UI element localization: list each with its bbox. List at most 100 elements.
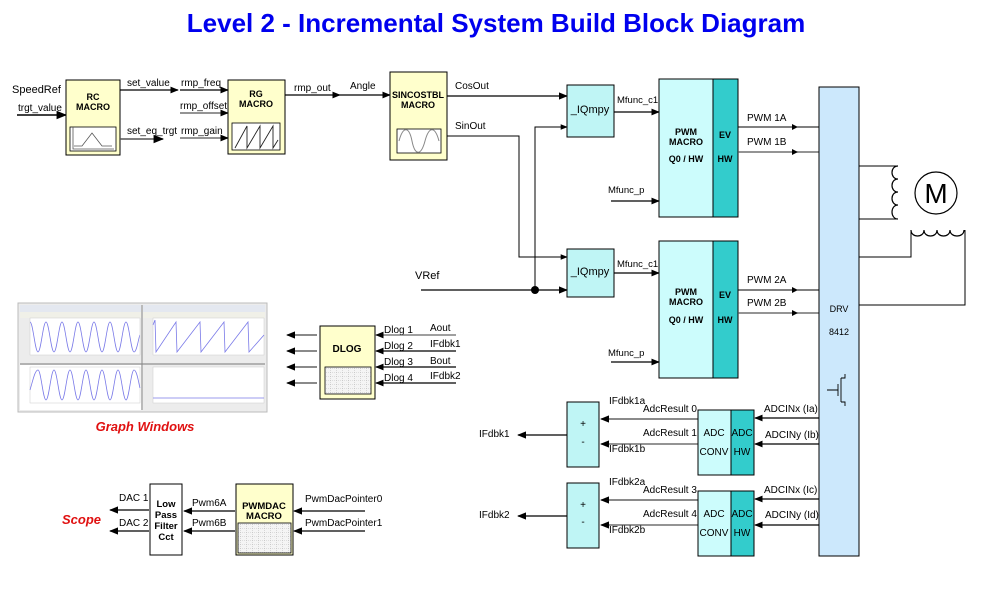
dac1-label: DAC 1 (119, 493, 149, 504)
dlog-signal-2: IFdbk1 (430, 339, 461, 350)
lpf-line3: Filter (154, 521, 178, 532)
pwm2b-label: PWM 2B (747, 298, 787, 309)
adc1-hw-line1: ADC (731, 428, 752, 439)
dlog-outputs (286, 331, 317, 387)
pwm1-hw-label: HW (718, 154, 733, 164)
sum-block-2[interactable]: + - (566, 482, 600, 549)
sawtooth-plot-2 (152, 319, 265, 354)
adc1-conv-line1: ADC (703, 428, 724, 439)
iqmpy-2-label: _IQmpy (570, 266, 610, 278)
scope-label: Scope (62, 512, 101, 527)
pwmdacpointer0-label: PwmDacPointer0 (305, 494, 383, 505)
motor-icon (914, 171, 958, 215)
adc2-conv-line2: CONV (700, 528, 729, 539)
speedref-label: SpeedRef (12, 84, 62, 96)
rg-macro-line1: RG (249, 89, 263, 99)
pwm2a-label: PWM 2A (747, 275, 787, 286)
iqmpy-1-label: _IQmpy (570, 104, 610, 116)
angle-label: Angle (350, 81, 376, 92)
pwm2-mfunc-p-label: Mfunc_p (608, 348, 644, 359)
adcinx-ia-label: ADCINx (Ia) (764, 404, 818, 415)
adc2-hw-line2: HW (734, 528, 751, 539)
rg-macro-block[interactable]: RG MACRO (227, 79, 286, 155)
pwm6a-label: Pwm6A (192, 498, 227, 509)
pwm2-line2: MACRO (669, 297, 703, 307)
vref-label: VRef (415, 270, 440, 282)
dac2-label: DAC 2 (119, 518, 149, 529)
pwm1b-label: PWM 1B (747, 137, 787, 148)
iqmpy-1-out-label: Mfunc_c1 (617, 95, 658, 106)
adcresult4-label: AdcResult 4 (643, 509, 697, 520)
graph-window-2[interactable] (141, 305, 265, 410)
stepper-motor: M (859, 165, 966, 306)
adc1-conv-line2: CONV (700, 447, 729, 458)
pwmdac-line2: MACRO (246, 511, 282, 522)
pwm1a-label: PWM 1A (747, 113, 787, 124)
rmp-offset-label: rmp_offset (180, 101, 227, 112)
sincostbl-macro-block[interactable]: SINCOSTBL MACRO (389, 71, 448, 161)
pwm1b-arrow-icon (792, 149, 798, 155)
iqmpy-2-out-label: Mfunc_c1 (617, 259, 658, 270)
pwm2a-arrow-icon (792, 287, 798, 293)
adcresult0-label: AdcResult 0 (643, 404, 697, 415)
vref-branch-wire (534, 124, 568, 290)
adc-block-2[interactable]: ADC CONV ADC HW (697, 490, 755, 557)
sum2-minus: - (581, 517, 584, 528)
dlog-channel-4: Dlog 4 IFdbk2 (375, 371, 461, 387)
pwm-macro-block-2[interactable]: PWM MACRO Q0 / HW EV HW (658, 240, 739, 379)
pwm1a-arrow-icon (792, 124, 798, 130)
rmp-freq-label: rmp_freq (181, 78, 221, 89)
iqmpy-block-2[interactable]: _IQmpy (566, 248, 615, 298)
pwmdacpointer1-label: PwmDacPointer1 (305, 518, 383, 529)
rg-macro-line2: MACRO (239, 99, 273, 109)
lpf-line1: Low (157, 499, 177, 510)
drv-line2: 8412 (829, 327, 849, 337)
adc2-hw-line1: ADC (731, 509, 752, 520)
sincostbl-line1: SINCOSTBL (392, 90, 445, 100)
rc-macro-line1: RC (87, 92, 100, 102)
sum2-plus: + (580, 500, 586, 511)
set-eq-trgt-label: set_eq_trgt (127, 126, 177, 137)
graph-windows[interactable] (17, 302, 268, 413)
adc-block-1[interactable]: ADC CONV ADC HW (697, 409, 755, 476)
adc1-hw-line2: HW (734, 447, 751, 458)
set-value-label: set_value (127, 78, 170, 89)
pwm2-hw-label: HW (718, 315, 733, 325)
dlog-block[interactable]: DLOG (319, 325, 376, 400)
dlog-signal-3: Bout (430, 356, 451, 367)
dlog-port-4: Dlog 4 (384, 373, 413, 384)
ifdbk2b-label: IFdbk2b (609, 525, 646, 536)
drv8412-block[interactable]: DRV 8412 (818, 86, 860, 557)
dlog-port-3: Dlog 3 (384, 357, 413, 368)
rc-macro-block[interactable]: RC MACRO (65, 79, 121, 156)
sawtooth-icon (234, 124, 279, 150)
pwmdac-macro-block[interactable]: PWMDAC MACRO (235, 483, 294, 556)
sum-block-1[interactable]: + - (566, 401, 600, 468)
drv-line1: DRV (830, 304, 849, 314)
ifdbk1b-label: IFdbk1b (609, 444, 646, 455)
motor-label: M (924, 178, 947, 209)
sine-wave-icon (398, 129, 440, 153)
adcresult3-label: AdcResult 3 (643, 485, 697, 496)
pwm-macro-block-1[interactable]: PWM MACRO Q0 / HW EV HW (658, 78, 739, 218)
adciny-id-label: ADCINy (Id) (765, 510, 819, 521)
adcresult1-label: AdcResult 1 (643, 428, 697, 439)
sinout-label: SinOut (455, 121, 486, 132)
rmp-out-label: rmp_out (294, 83, 331, 94)
pwm1-line2: MACRO (669, 137, 703, 147)
adciny-ib-label: ADCINy (Ib) (765, 430, 819, 441)
diagram-title: Level 2 - Incremental System Build Block… (186, 8, 806, 38)
iqmpy-block-1[interactable]: _IQmpy (566, 84, 615, 138)
adcinx-ic-label: ADCINx (Ic) (764, 485, 817, 496)
dlog-channel-3: Dlog 3 Bout (375, 356, 456, 371)
sine-plot-1 (29, 321, 141, 353)
graph-windows-label: Graph Windows (96, 419, 195, 434)
graph-window-1[interactable] (20, 305, 265, 410)
trgt-value-label: trgt_value (18, 103, 62, 114)
pwmdac-line1: PWMDAC (242, 501, 286, 512)
pwm6b-label: Pwm6B (192, 518, 227, 529)
sine-plot-3 (29, 369, 141, 401)
low-pass-filter-block[interactable]: Low Pass Filter Cct (149, 483, 183, 556)
dlog-label: DLOG (333, 344, 362, 355)
